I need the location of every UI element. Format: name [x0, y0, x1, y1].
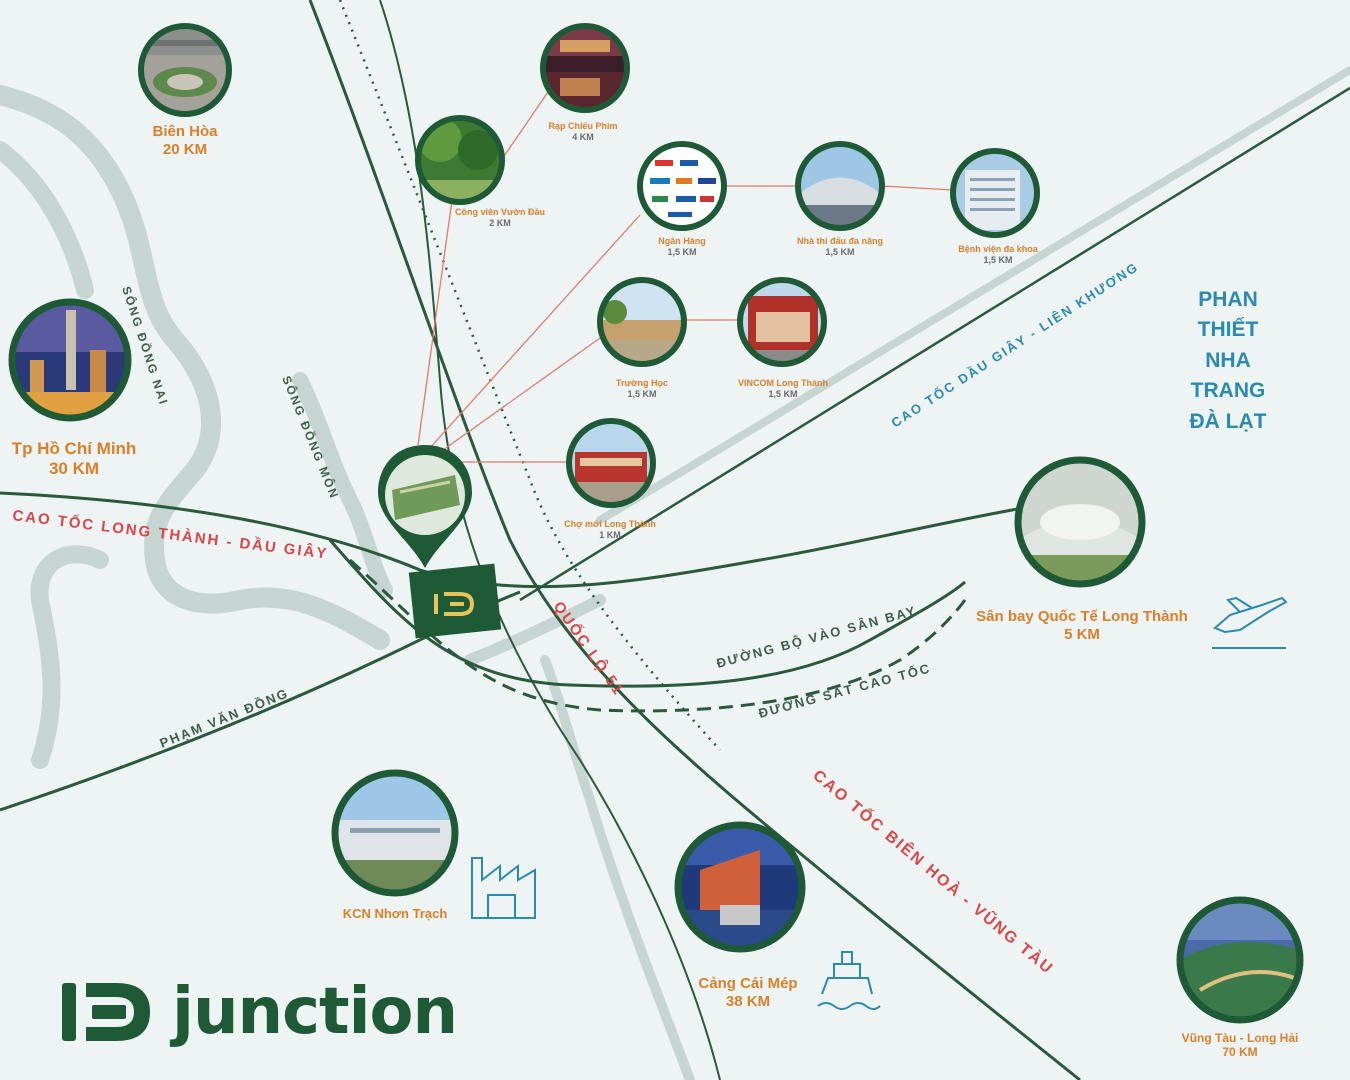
place-name: Bệnh viện đa khoa	[958, 244, 1038, 254]
label-rap-chieu-phim: Rạp Chiếu Phim 4 KM	[548, 121, 617, 143]
place-name: Ngân Hàng	[658, 236, 706, 246]
place-distance: 1,5 KM	[627, 388, 657, 399]
label-dau-giay-lien-khuong: CAO TỐC DẦU GIÂY - LIÊN KHƯƠNG	[888, 259, 1141, 431]
factory-icon	[471, 857, 536, 919]
place-name: Công viên Vườn Đầu	[455, 207, 545, 217]
school-photo	[597, 277, 687, 367]
place-name: Nhà thi đấu đa năng	[796, 236, 884, 246]
label-nha-thi-dau: Nhà thi đấu đa năng 1,5 KM	[797, 236, 883, 258]
road-labels: CAO TỐC LONG THÀNH - DẦU GIÂY CAO TỐC DẦ…	[12, 259, 1142, 978]
label-vung-tau: Vũng Tàu - Long Hải 70 KM	[1182, 1031, 1299, 1060]
label-bien-hoa-vung-tau: CAO TỐC BIÊN HOÀ - VŨNG TÀU	[809, 765, 1058, 978]
place-name: Vũng Tàu - Long Hải	[1181, 1031, 1299, 1045]
river-west-branch	[0, 141, 94, 299]
label-san-bay: Sân bay Quốc Tế Long Thành 5 KM	[976, 608, 1188, 644]
destination-nha-trang: NHA TRANG	[1190, 348, 1266, 403]
place-distance: 1,5 KM	[768, 388, 798, 399]
label-duong-sat-cao-toc: ĐƯỜNG SẮT CAO TỐC	[757, 660, 933, 721]
place-name: KCN Nhơn Trạch	[342, 906, 448, 921]
ship-icon	[817, 951, 881, 1010]
id-logo-icon	[62, 983, 150, 1041]
river-south-branch	[30, 545, 109, 769]
coast-photo	[1176, 896, 1304, 1024]
label-hcm: Tp Hồ Chí Minh 30 KM	[12, 439, 137, 480]
place-name: Biên Hòa	[152, 123, 218, 140]
brand-wordmark: junction	[172, 975, 458, 1049]
place-name: Cảng Cái Mép	[698, 975, 798, 992]
label-cho-moi: Chợ mới Long Thành 1 KM	[564, 519, 656, 541]
connector-park	[417, 199, 453, 446]
place-name: VINCOM Long Thành	[738, 378, 828, 388]
place-distance: 4 KM	[572, 131, 594, 142]
place-distance: 70 KM	[1222, 1045, 1258, 1060]
label-truong-hoc: Trường Học 1,5 KM	[616, 378, 668, 400]
hospital-photo	[950, 148, 1040, 238]
place-circles	[8, 23, 1304, 1024]
destination-phan-thiet: PHAN THIẾT	[1197, 288, 1259, 342]
label-cong-vien: Công viên Vườn Đầu 2 KM	[455, 207, 545, 229]
airport-photo	[1014, 456, 1146, 588]
place-distance: 1,5 KM	[667, 246, 697, 257]
connector-stadium-hospital	[881, 185, 954, 191]
place-distance: 38 KM	[725, 993, 771, 1010]
river-lower	[464, 594, 606, 666]
song-dong-mon-river	[292, 372, 393, 598]
river-east-branch	[596, 66, 1350, 524]
bien-hoa-photo	[138, 23, 232, 117]
park-photo	[415, 115, 505, 205]
place-name: Chợ mới Long Thành	[564, 519, 656, 529]
place-distance: 1,5 KM	[983, 254, 1013, 265]
place-distance: 2 KM	[489, 217, 511, 228]
airplane-icon	[1212, 596, 1288, 649]
brand-logo: junction	[58, 975, 458, 1049]
cinema-photo	[540, 23, 630, 113]
connector-bank	[427, 214, 641, 451]
cao-toc-dau-giay-lien-khuong-road	[519, 86, 1350, 602]
market-photo	[566, 418, 656, 508]
place-distance: 30 KM	[48, 459, 100, 479]
connector-cinema	[499, 91, 549, 163]
connector-lines	[417, 91, 954, 463]
label-kcn: KCN Nhơn Trạch	[343, 906, 448, 922]
place-name: Trường Học	[616, 378, 668, 388]
song-dong-nai-river	[0, 85, 390, 650]
connector-school	[435, 337, 601, 456]
label-vincom: VINCOM Long Thành 1,5 KM	[738, 378, 828, 400]
place-name: Sân bay Quốc Tế Long Thành	[976, 608, 1188, 625]
destinations-list: PHAN THIẾT NHA TRANG ĐÀ LẠT	[1167, 285, 1289, 437]
project-pin	[378, 445, 472, 568]
label-benh-vien: Bệnh viện đa khoa 1,5 KM	[958, 244, 1038, 266]
mall-photo	[737, 277, 827, 367]
river-network	[0, 66, 1350, 1080]
place-name: Tp Hồ Chí Minh	[11, 439, 137, 458]
quoc-lo-51-road	[308, 0, 1081, 1080]
skyline-photo	[8, 298, 132, 422]
label-ngan-hang: Ngân Hàng 1,5 KM	[658, 236, 706, 258]
destination-da-lat: ĐÀ LẠT	[1189, 409, 1267, 433]
place-distance: 5 KM	[1064, 626, 1100, 643]
place-distance: 1,5 KM	[825, 246, 855, 257]
place-distance: 20 KM	[162, 141, 208, 158]
junction-marker	[408, 563, 502, 639]
stadium-photo	[795, 141, 885, 231]
label-bien-hoa: Biên Hòa 20 KM	[152, 123, 217, 159]
place-distance: 1 KM	[599, 529, 621, 540]
port-photo	[674, 821, 806, 953]
duong-sat-cao-toc-railway	[349, 558, 967, 713]
label-pham-van-dong: PHẠM VĂN ĐỒNG	[158, 685, 292, 751]
place-name: Rạp Chiếu Phim	[548, 121, 618, 131]
label-duong-bo-san-bay: ĐƯỜNG BỘ VÀO SÂN BAY	[715, 603, 918, 671]
bank-logos-photo	[637, 141, 727, 231]
label-cang: Cảng Cái Mép 38 KM	[698, 975, 797, 1011]
factory-photo	[331, 769, 459, 897]
river-southeast	[540, 655, 695, 1080]
